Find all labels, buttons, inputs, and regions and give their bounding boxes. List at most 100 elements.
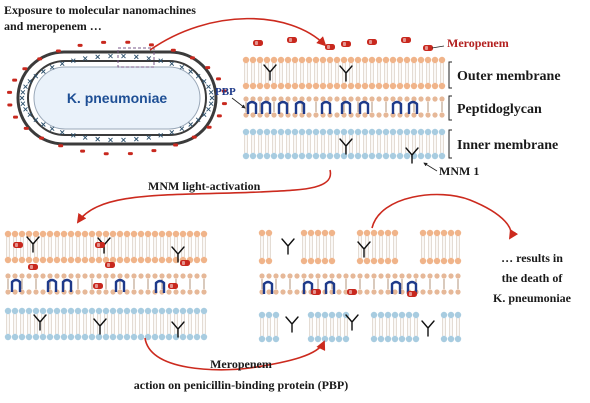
meropenem-molecule [180,260,190,266]
meropenem-dot [127,152,133,156]
meropenem-dot [23,126,29,130]
mnm-molecule [93,318,107,335]
mnm-molecule [339,65,353,82]
pbp-protein [260,100,272,114]
meropenem-dot [205,66,211,70]
panel-activated-membrane [4,230,208,341]
meropenem-molecule [287,37,297,43]
inner-membrane [4,307,208,341]
meropenem-molecule [407,291,417,297]
inner-membrane [258,311,462,343]
mnm-molecule [345,314,359,331]
panel-disrupted-membrane [258,229,462,343]
meropenem-dot [189,56,195,60]
result-line-3: K. pneumoniae [493,291,572,305]
meropenem-dot [77,43,83,47]
meropenem-dot [151,149,157,153]
meropenem-dot [22,67,28,71]
pbp-pointer [231,97,246,109]
pbp-protein [61,278,73,292]
meropenem-molecule [423,45,433,51]
pbp-protein [390,280,402,294]
meropenem-dot [125,40,131,44]
inner-membrane [242,128,446,160]
meropenem-molecule [367,39,377,45]
meropenem-molecule [325,44,335,50]
pbp-label: PBP [215,86,236,98]
meropenem-action-arrow [144,337,326,371]
title-line-2: and meropenem … [4,19,102,33]
meropenem-molecule [93,283,103,289]
mnm-molecule [26,236,40,253]
outer-membrane [258,229,462,265]
pbp-protein [114,278,126,292]
peptidoglycan-bracket [448,95,452,121]
bacterium: K. pneumoniae [7,40,227,156]
mnm-molecule [171,321,185,338]
zoom-arrow [149,17,327,51]
meropenem-molecule [28,264,38,270]
meropenem-molecule [13,242,23,248]
meropenem-action-label-2: action on penicillin-binding protein (PB… [134,378,348,392]
pbp-protein [294,100,306,114]
activation-label: MNM light-activation [148,179,261,193]
meropenem-molecule [341,41,351,47]
meropenem-dot [7,90,13,94]
meropenem-dot [58,144,64,148]
meropenem-dot [216,114,222,118]
pbp-protein [407,100,419,114]
pbp-protein [154,279,166,293]
meropenem-molecule [347,289,357,295]
pbp-protein [262,280,274,294]
pbp-protein [320,100,332,114]
bacterium-label: K. pneumoniae [67,90,168,106]
meropenem-dot [101,40,107,44]
meropenem-molecule [168,283,178,289]
pbp-protein [358,100,370,114]
meropenem-action-label-1: Meropenem [210,357,272,371]
pbp-protein [10,278,22,292]
zoom-box [117,47,155,68]
mnm-molecule [285,316,299,333]
meropenem-dot [39,136,45,140]
peptidoglycan-layer [259,273,461,295]
pbp-protein [302,280,314,294]
meropenem-molecule [105,262,115,268]
pbp-protein [324,280,336,294]
meropenem-dot [215,77,221,81]
peptidoglycan-layer [5,273,207,295]
meropenem-label: Meropenem [447,36,509,50]
meropenem-dot [7,103,13,107]
inner-membrane-bracket [448,129,452,159]
pbp-protein [46,278,58,292]
meropenem-dot [12,78,18,82]
inner-membrane-label: Inner membrane [457,138,558,153]
meropenem-dot [13,115,19,119]
meropenem-molecule [253,40,263,46]
mnm-label: MNM 1 [439,164,479,178]
pbp-protein [246,100,258,114]
outer-membrane-label: Outer membrane [457,69,561,84]
mnm-molecule [281,238,295,255]
meropenem-dot [80,149,86,153]
mnm-molecule [263,64,277,81]
pbp-protein [340,100,352,114]
meropenem-dot [191,135,197,139]
pbp-protein [391,100,403,114]
meropenem-dot [170,48,176,52]
pbp-protein [277,100,289,114]
outer-membrane [4,230,208,264]
meropenem-pointer [431,45,445,49]
outer-membrane-bracket [448,61,452,89]
meropenem-dot [148,43,154,47]
mnm-molecule [405,147,419,164]
meropenem-molecule [311,289,321,295]
outer-membrane [242,56,446,90]
panel-top-membrane [242,37,446,164]
meropenem-dot [173,143,179,147]
mnm-molecule [357,241,371,258]
meropenem-dot [37,57,43,61]
mnm-molecule [171,246,185,263]
result-arrow [371,193,519,240]
